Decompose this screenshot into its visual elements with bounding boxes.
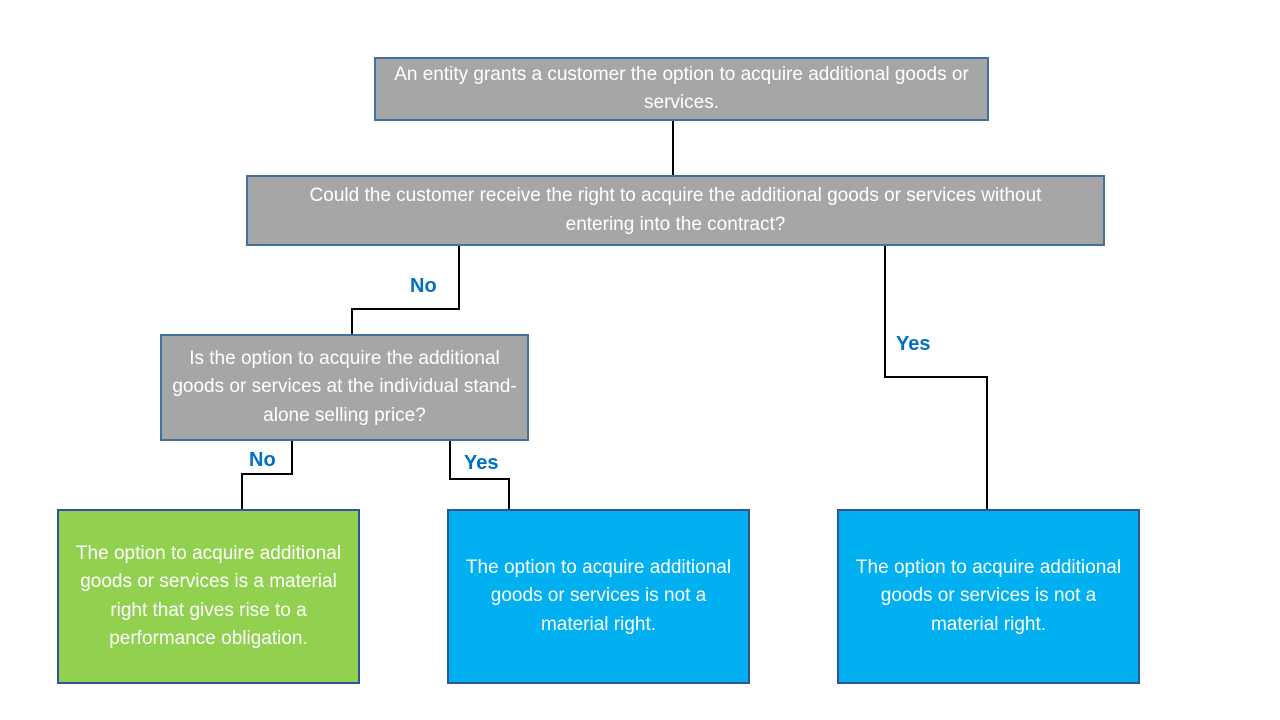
branch-label-q2-yes: Yes <box>464 452 499 474</box>
connector-q2-yes-segment-down <box>449 441 451 480</box>
connector-q2-no-segment-down <box>291 441 293 475</box>
flow-node-question-contract: Could the customer receive the right to … <box>246 175 1105 246</box>
branch-label-q1-yes: Yes <box>896 333 931 355</box>
connector-q1-no-segment-down2 <box>351 308 353 334</box>
connector-q1-yes-segment-down <box>884 246 886 378</box>
flow-node-outcome-material-right: The option to acquire additional goods o… <box>57 509 360 684</box>
flow-node-outcome-not-material-right-right: The option to acquire additional goods o… <box>837 509 1140 684</box>
connector-q1-yes-segment-right <box>884 376 988 378</box>
branch-label-q2-no: No <box>249 449 276 471</box>
connector-q2-yes-segment-right <box>449 478 510 480</box>
connector-start-to-q1 <box>672 121 674 175</box>
flow-node-start: An entity grants a customer the option t… <box>374 57 989 121</box>
branch-label-q1-no: No <box>410 275 437 297</box>
connector-q2-no-segment-left <box>241 473 293 475</box>
connector-q2-yes-segment-down2 <box>508 478 510 509</box>
connector-q1-no-segment-down <box>458 246 460 310</box>
connector-q2-no-segment-down2 <box>241 473 243 509</box>
flow-node-question-standalone-price: Is the option to acquire the additional … <box>160 334 529 441</box>
connector-q1-no-segment-left <box>351 308 460 310</box>
flow-node-outcome-not-material-right-mid: The option to acquire additional goods o… <box>447 509 750 684</box>
connector-q1-yes-segment-down2 <box>986 376 988 509</box>
